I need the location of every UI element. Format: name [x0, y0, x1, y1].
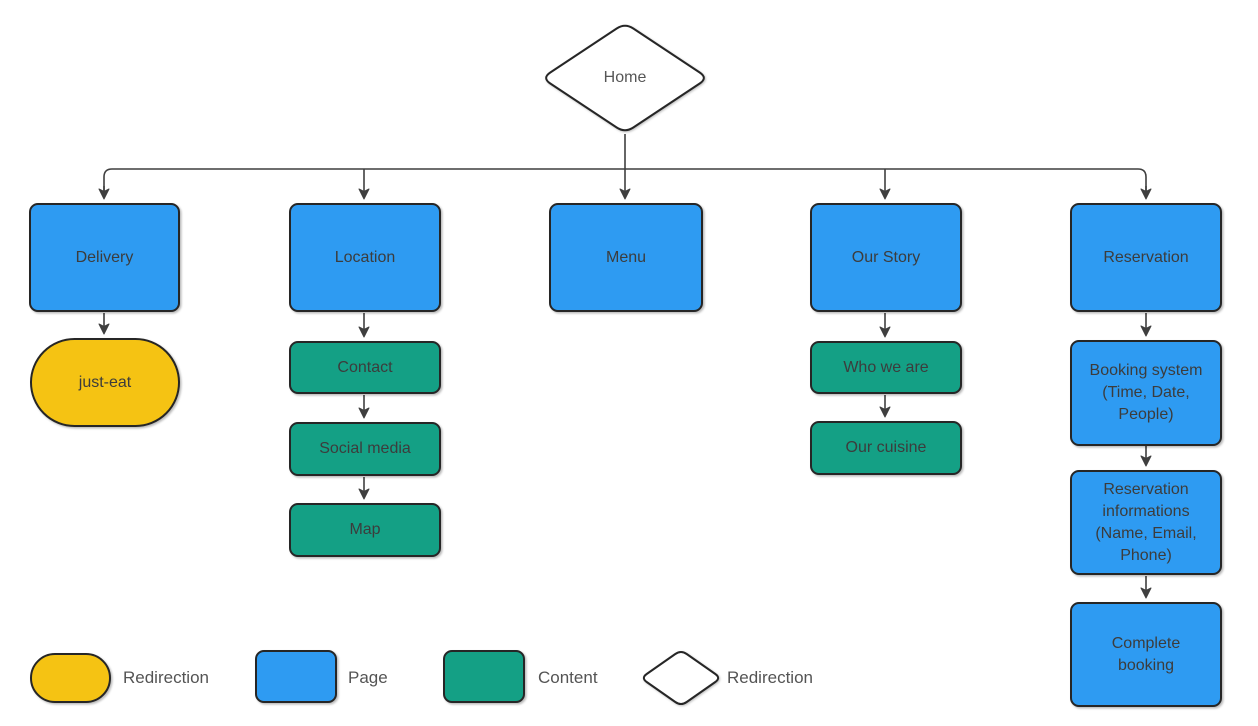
node-label: Map [349, 521, 381, 538]
node-label: Social media [319, 440, 411, 457]
node-map[interactable]: Map [289, 503, 441, 557]
node-label: Reservation informations (Name, Email, P… [1095, 480, 1197, 564]
node-our-cuisine[interactable]: Our cuisine [810, 421, 962, 475]
node-contact[interactable]: Contact [289, 341, 441, 394]
node-social-media[interactable]: Social media [289, 422, 441, 476]
node-delivery[interactable]: Delivery [29, 203, 180, 312]
diamond-shape [545, 24, 705, 132]
node-label: Booking system (Time, Date, People) [1089, 362, 1203, 423]
node-label: Location [334, 248, 396, 266]
legend-page[interactable] [255, 650, 337, 703]
node-label: just-eat [78, 373, 132, 391]
legend-label-redirection-stadium: Redirection [123, 668, 209, 687]
node-label: Complete booking [1111, 634, 1181, 674]
legend-label-page: Page [348, 668, 388, 687]
edge-bus [103, 168, 1147, 198]
node-booking-system[interactable]: Booking system (Time, Date, People) [1070, 340, 1222, 446]
legend-redirection-stadium[interactable] [30, 653, 111, 703]
node-label: Who we are [843, 358, 929, 376]
diamond-shape [642, 651, 720, 705]
node-label: Home [603, 69, 647, 86]
node-just-eat[interactable]: just-eat [30, 338, 180, 427]
node-complete-booking[interactable]: Complete booking [1070, 602, 1222, 707]
node-who-we-are[interactable]: Who we are [810, 341, 962, 394]
node-label: Delivery [75, 248, 134, 266]
node-our-story[interactable]: Our Story [810, 203, 962, 312]
legend-label-content: Content [538, 668, 598, 687]
node-reservation-informations[interactable]: Reservation informations (Name, Email, P… [1070, 470, 1222, 575]
node-label: Contact [337, 358, 393, 376]
node-reservation[interactable]: Reservation [1070, 203, 1222, 312]
legend-content[interactable] [443, 650, 525, 703]
node-label: Menu [605, 248, 647, 266]
node-label: Reservation [1103, 248, 1189, 266]
node-label: Our Story [851, 248, 921, 266]
legend-label-redirection-diamond: Redirection [727, 668, 813, 687]
node-menu[interactable]: Menu [549, 203, 703, 312]
node-label: Our cuisine [845, 439, 927, 456]
node-location[interactable]: Location [289, 203, 441, 312]
node-home[interactable]: Home [542, 23, 708, 133]
legend-redirection-diamond[interactable] [641, 650, 721, 706]
